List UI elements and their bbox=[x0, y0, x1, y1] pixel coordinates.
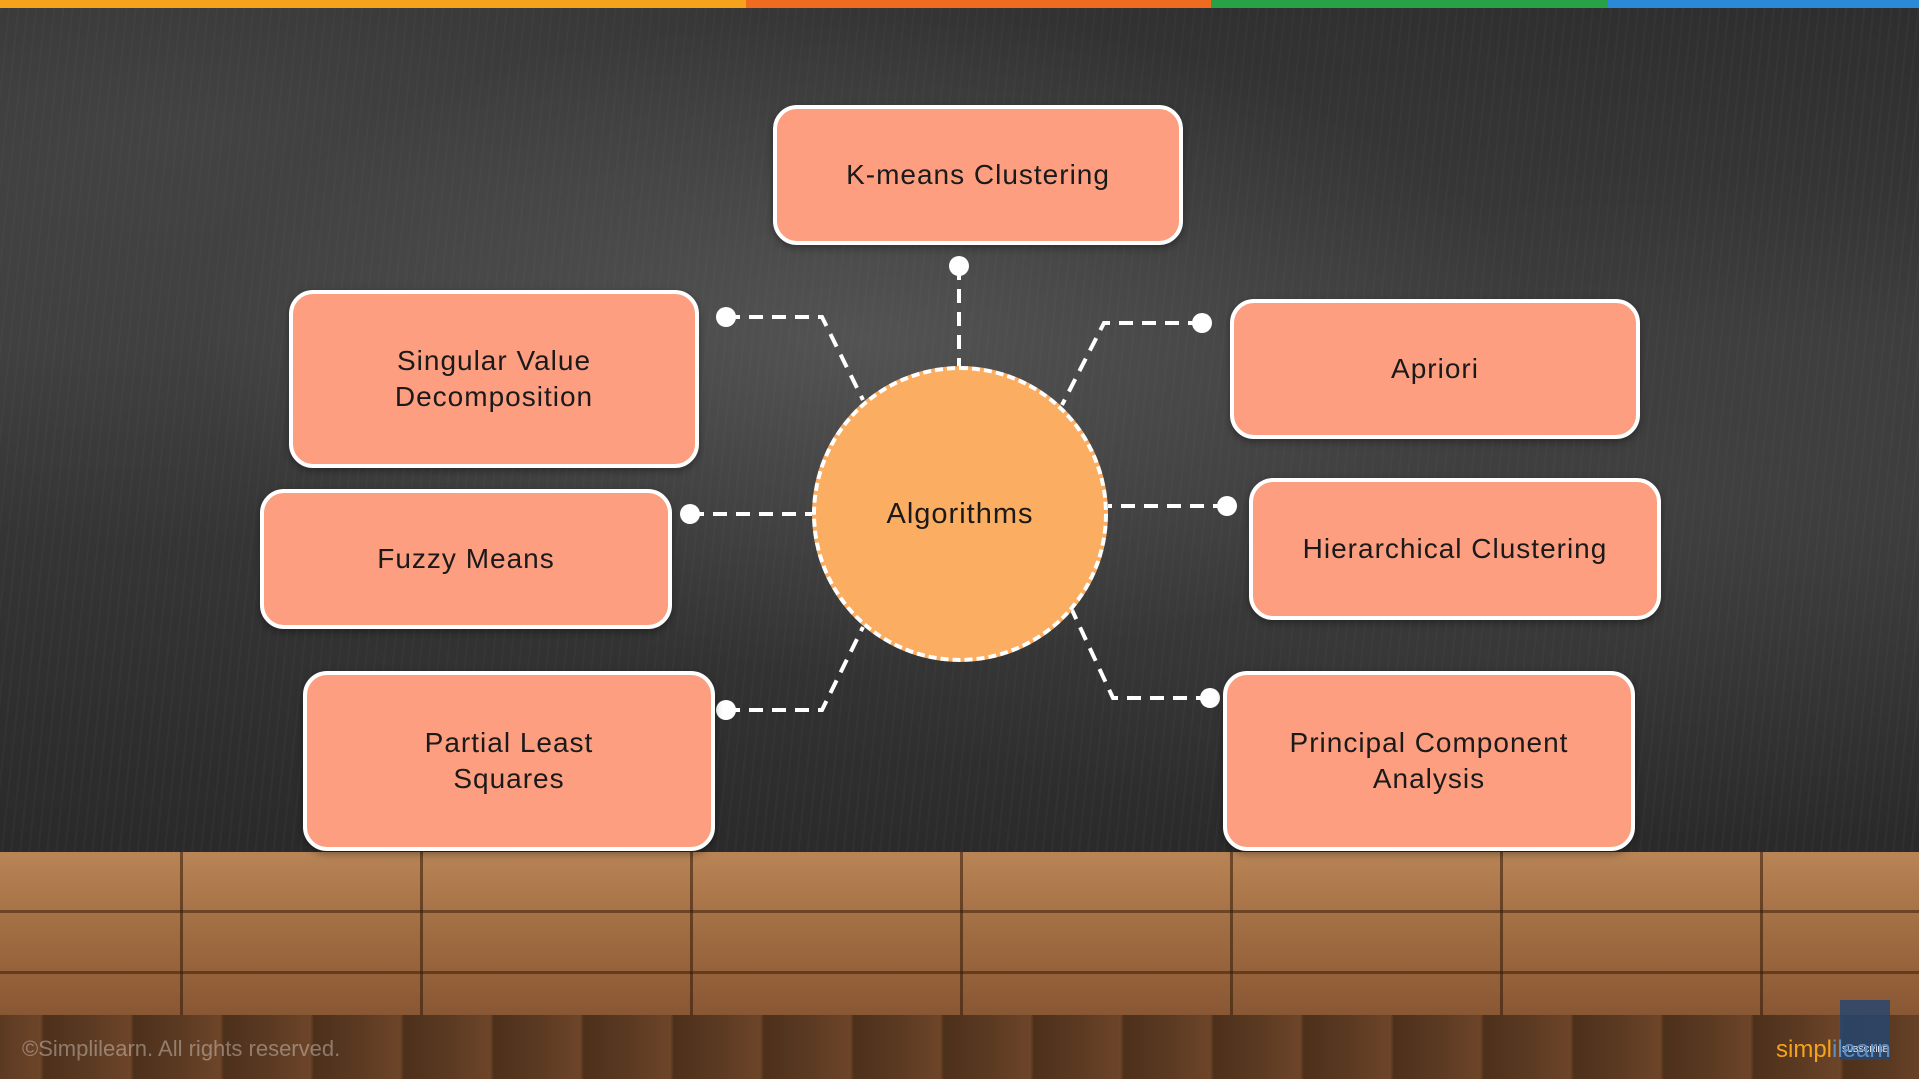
connector-dot-pca bbox=[1200, 688, 1220, 708]
node-kmeans-clustering: K-means Clustering bbox=[773, 105, 1183, 245]
connector-pca bbox=[1070, 609, 1210, 700]
node-fuzzy-means: Fuzzy Means bbox=[260, 489, 672, 629]
node-hierarchical-clustering: Hierarchical Clustering bbox=[1249, 478, 1661, 620]
connector-dot-pls bbox=[716, 700, 736, 720]
node-principal-component-analysis: Principal Component Analysis bbox=[1223, 671, 1635, 851]
node-label: Principal Component Analysis bbox=[1289, 727, 1569, 794]
connector-svd bbox=[726, 315, 865, 401]
node-label: Fuzzy Means bbox=[377, 543, 555, 574]
color-stripe bbox=[0, 0, 1919, 8]
node-label: Apriori bbox=[1391, 353, 1479, 384]
node-label: Hierarchical Clustering bbox=[1302, 533, 1608, 564]
node-apriori: Apriori bbox=[1230, 299, 1640, 439]
wooden-table bbox=[0, 852, 1919, 1079]
connector-dot-fuzzy bbox=[680, 504, 700, 524]
stripe-orange bbox=[746, 0, 1211, 8]
logo-main: simpl bbox=[1776, 1036, 1833, 1063]
logo-accent: ilearn bbox=[1832, 1036, 1891, 1063]
subscribe-button[interactable]: SUBSCRIBE bbox=[1840, 1000, 1890, 1060]
stripe-blue bbox=[1608, 0, 1919, 8]
stripe-green bbox=[1211, 0, 1608, 8]
center-node-algorithms: Algorithms bbox=[812, 366, 1108, 662]
node-label: K-means Clustering bbox=[846, 159, 1110, 190]
connector-pls bbox=[726, 626, 865, 712]
subscribe-label: SUBSCRIBE bbox=[1841, 1045, 1889, 1054]
node-singular-value-decomposition: Singular Value Decomposition bbox=[289, 290, 699, 468]
node-label: Partial Least Squares bbox=[424, 727, 594, 794]
connector-dot-apriori bbox=[1192, 313, 1212, 333]
connector-dot-hierarchical bbox=[1217, 496, 1237, 516]
copyright-text: ©Simplilearn. All rights reserved. bbox=[22, 1036, 341, 1061]
node-partial-least-squares: Partial Least Squares bbox=[303, 671, 715, 851]
connector-dot-svd bbox=[716, 307, 736, 327]
center-node-label: Algorithms bbox=[886, 497, 1034, 530]
connector-dot-kmeans bbox=[949, 256, 969, 276]
connector-apriori bbox=[1060, 321, 1202, 406]
simplilearn-logo: simplilearn bbox=[1776, 1036, 1891, 1064]
node-label: Singular Value Decomposition bbox=[394, 345, 594, 412]
stripe-yellow bbox=[0, 0, 746, 8]
